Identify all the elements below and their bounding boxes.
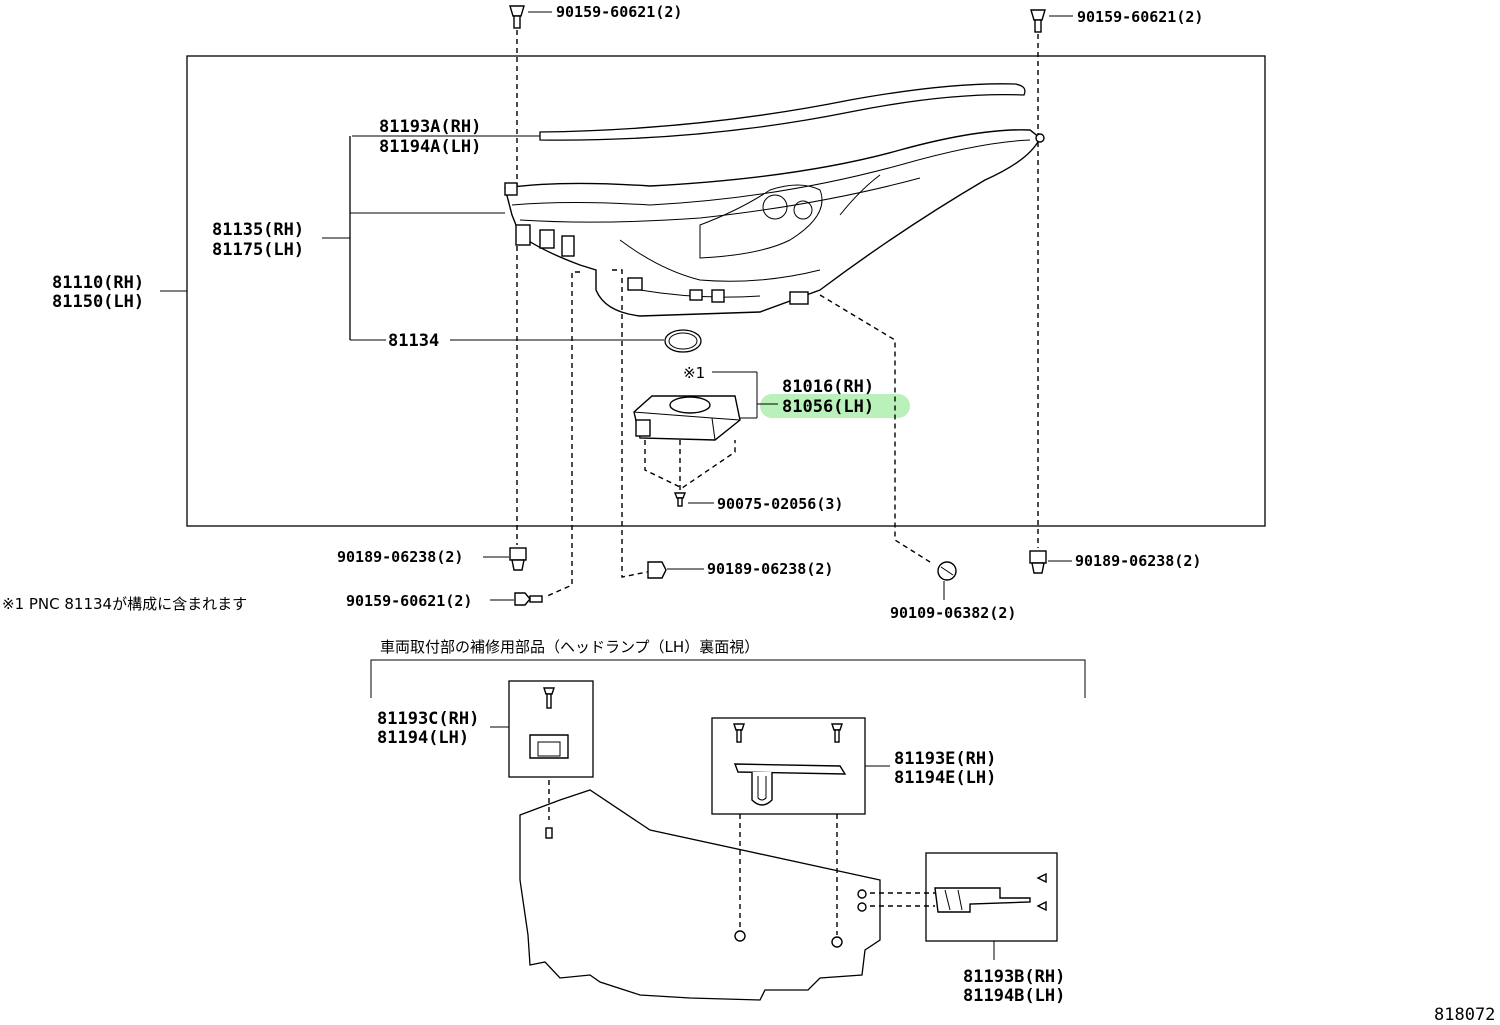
bracket-b-part[interactable] (934, 872, 1047, 913)
label-housing-rh[interactable]: 81135(RH) (212, 220, 304, 240)
bolt-lower-left[interactable] (514, 592, 543, 606)
label-computer-lh[interactable]: 81056(LH) (782, 397, 874, 417)
bolt-top-right[interactable] (1030, 9, 1046, 33)
label-assy-lh[interactable]: 81150(LH) (52, 292, 144, 312)
label-nut-left[interactable]: 90189-06238(2) (337, 548, 463, 566)
label-bracket-e-lh[interactable]: 81194E(LH) (894, 768, 996, 788)
label-computer-rh[interactable]: 81016(RH) (782, 377, 874, 397)
label-screw-computer[interactable]: 90075-02056(3) (717, 495, 843, 513)
bracket-c-box[interactable] (508, 680, 594, 778)
label-note-mark: ※1 (683, 364, 705, 382)
label-lens-rh[interactable]: 81193A(RH) (379, 117, 481, 137)
label-fastener-top-right[interactable]: 90159-60621(2) (1077, 8, 1203, 26)
headlamp-rear-outline (519, 789, 881, 1001)
label-bracket-c-lh[interactable]: 81194(LH) (377, 728, 469, 748)
highlight-81056 (760, 394, 910, 418)
nut-middle[interactable] (647, 561, 667, 579)
label-bracket-b-rh[interactable]: 81193B(RH) (963, 967, 1065, 987)
label-bracket-b-lh[interactable]: 81194B(LH) (963, 986, 1065, 1006)
nut-left[interactable] (509, 547, 527, 571)
label-gasket[interactable]: 81134 (388, 331, 439, 351)
label-bolt-bottom[interactable]: 90109-06382(2) (890, 604, 1016, 622)
label-fastener-top-left[interactable]: 90159-60621(2) (556, 3, 682, 21)
nut-right[interactable] (1029, 550, 1047, 574)
bolt-top-left[interactable] (509, 5, 525, 29)
headlamp-computer-unit[interactable] (633, 395, 741, 441)
footnote: ※1 PNC 81134が構成に含まれます (2, 595, 247, 613)
bolt-bottom[interactable] (937, 561, 957, 581)
repair-section-heading: 車両取付部の補修用部品（ヘッドランプ（LH）裏面視） (380, 638, 759, 656)
screw-computer[interactable] (673, 492, 687, 507)
headlamp-housing-drawing (504, 83, 1045, 317)
label-bracket-c-rh[interactable]: 81193C(RH) (377, 709, 479, 729)
diagram-reference: 818072 (1434, 1005, 1495, 1025)
bracket-c-part[interactable] (529, 687, 569, 759)
gasket-ring[interactable] (664, 329, 702, 353)
bracket-e-part[interactable] (733, 723, 847, 806)
label-assy-rh[interactable]: 81110(RH) (52, 273, 144, 293)
label-housing-lh[interactable]: 81175(LH) (212, 240, 304, 260)
label-bracket-e-rh[interactable]: 81193E(RH) (894, 749, 996, 769)
label-nut-middle[interactable]: 90189-06238(2) (707, 560, 833, 578)
bracket-b-box[interactable] (925, 852, 1058, 942)
label-bolt-lower-left[interactable]: 90159-60621(2) (346, 592, 472, 610)
repair-section-bracket (370, 659, 1086, 698)
label-nut-right[interactable]: 90189-06238(2) (1075, 552, 1201, 570)
label-lens-lh[interactable]: 81194A(LH) (379, 137, 481, 157)
